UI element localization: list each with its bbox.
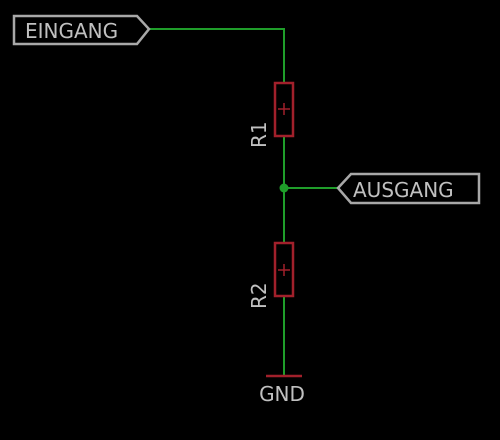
junction-dot[interactable]	[279, 183, 289, 193]
wires	[148, 28, 339, 376]
input-port[interactable]: EINGANG	[12, 14, 151, 46]
resistor-r2-name: R2	[247, 282, 271, 309]
resistor-r1-body	[273, 81, 295, 138]
resistor-r2[interactable]: R2	[247, 241, 295, 309]
ground-label: GND	[259, 382, 305, 406]
output-port-label: AUSGANG	[353, 178, 454, 202]
resistor-r1-name: R1	[247, 121, 271, 148]
resistor-r1[interactable]: R1	[247, 81, 295, 148]
input-port-label: EINGANG	[25, 19, 118, 43]
resistor-r2-body	[273, 241, 295, 298]
ground-symbol[interactable]: GND	[259, 374, 305, 406]
wire-input-to-r1[interactable]	[148, 28, 285, 84]
output-port[interactable]: AUSGANG	[336, 172, 481, 205]
input-port-outline	[12, 14, 151, 46]
output-port-outline	[336, 172, 481, 205]
